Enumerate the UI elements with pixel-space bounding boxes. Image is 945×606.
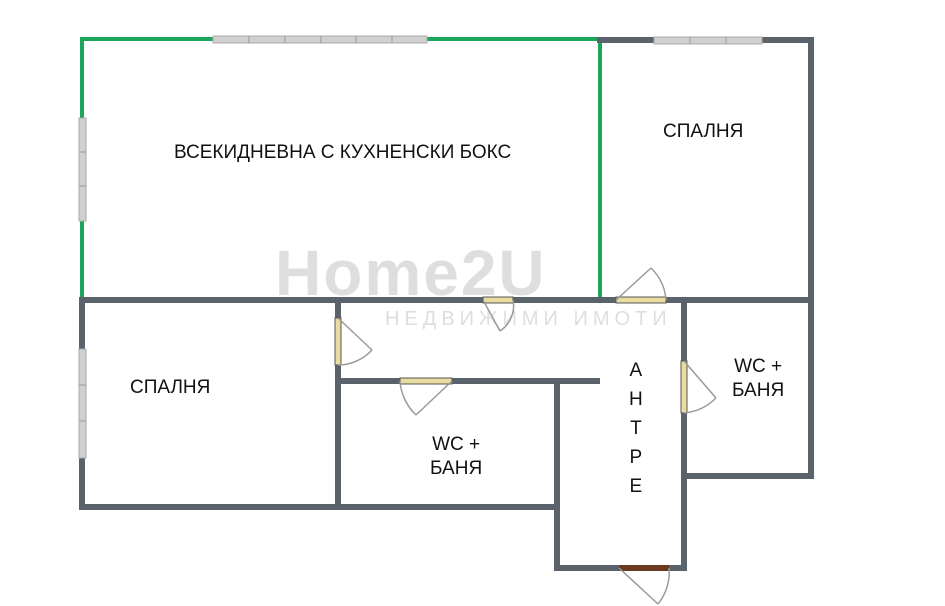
door-frame-living	[482, 296, 514, 304]
bath-center-line1: WC +	[432, 434, 481, 455]
entrance-door-swing	[618, 567, 670, 605]
door-swing-bedroom-left	[337, 317, 373, 366]
door-frame-bath-right	[680, 360, 688, 414]
watermark-brand: Home2U	[275, 237, 547, 309]
entrance-door-frame	[619, 565, 669, 571]
door-swing-living	[482, 299, 515, 332]
door-frame-bedroom-tr	[615, 296, 667, 304]
bath-right-line1: WC +	[734, 356, 783, 377]
bath-right-line2: БАНЯ	[732, 380, 785, 401]
window-living-left	[78, 117, 87, 222]
window-living-top	[212, 35, 428, 44]
door-swing-bedroom-tr	[615, 267, 667, 301]
room-label-bath-right: WC + БАНЯ	[732, 355, 784, 403]
door-swing-bath-center	[399, 380, 453, 416]
door-frame-bedroom-left	[334, 317, 342, 366]
room-label-bedroom-top-right: СПАЛНЯ	[663, 121, 744, 142]
watermark: Home2U НЕДВИЖИМИ ИМОТИ	[275, 238, 672, 330]
window-bedroom-left	[78, 348, 87, 459]
room-label-hallway: А Н Т Р Е	[629, 356, 643, 501]
room-label-bedroom-left: СПАЛНЯ	[130, 377, 211, 398]
door-frame-bath-center	[399, 377, 453, 385]
watermark-tagline: НЕДВИЖИМИ ИМОТИ	[385, 308, 672, 330]
hallway-letter: Р	[629, 447, 643, 468]
window-bedroom-top-right	[653, 36, 763, 45]
hallway-letter: Н	[629, 389, 643, 410]
hallway-letter: А	[629, 360, 643, 381]
hallway-letter: Е	[629, 476, 643, 497]
door-swing-bath-right	[683, 360, 717, 414]
room-label-living: ВСЕКИДНЕВНА С КУХНЕНСКИ БОКС	[174, 142, 512, 163]
bath-center-line2: БАНЯ	[430, 458, 483, 479]
hallway-letter: Т	[630, 418, 642, 439]
room-label-bath-center: WC + БАНЯ	[430, 433, 482, 481]
